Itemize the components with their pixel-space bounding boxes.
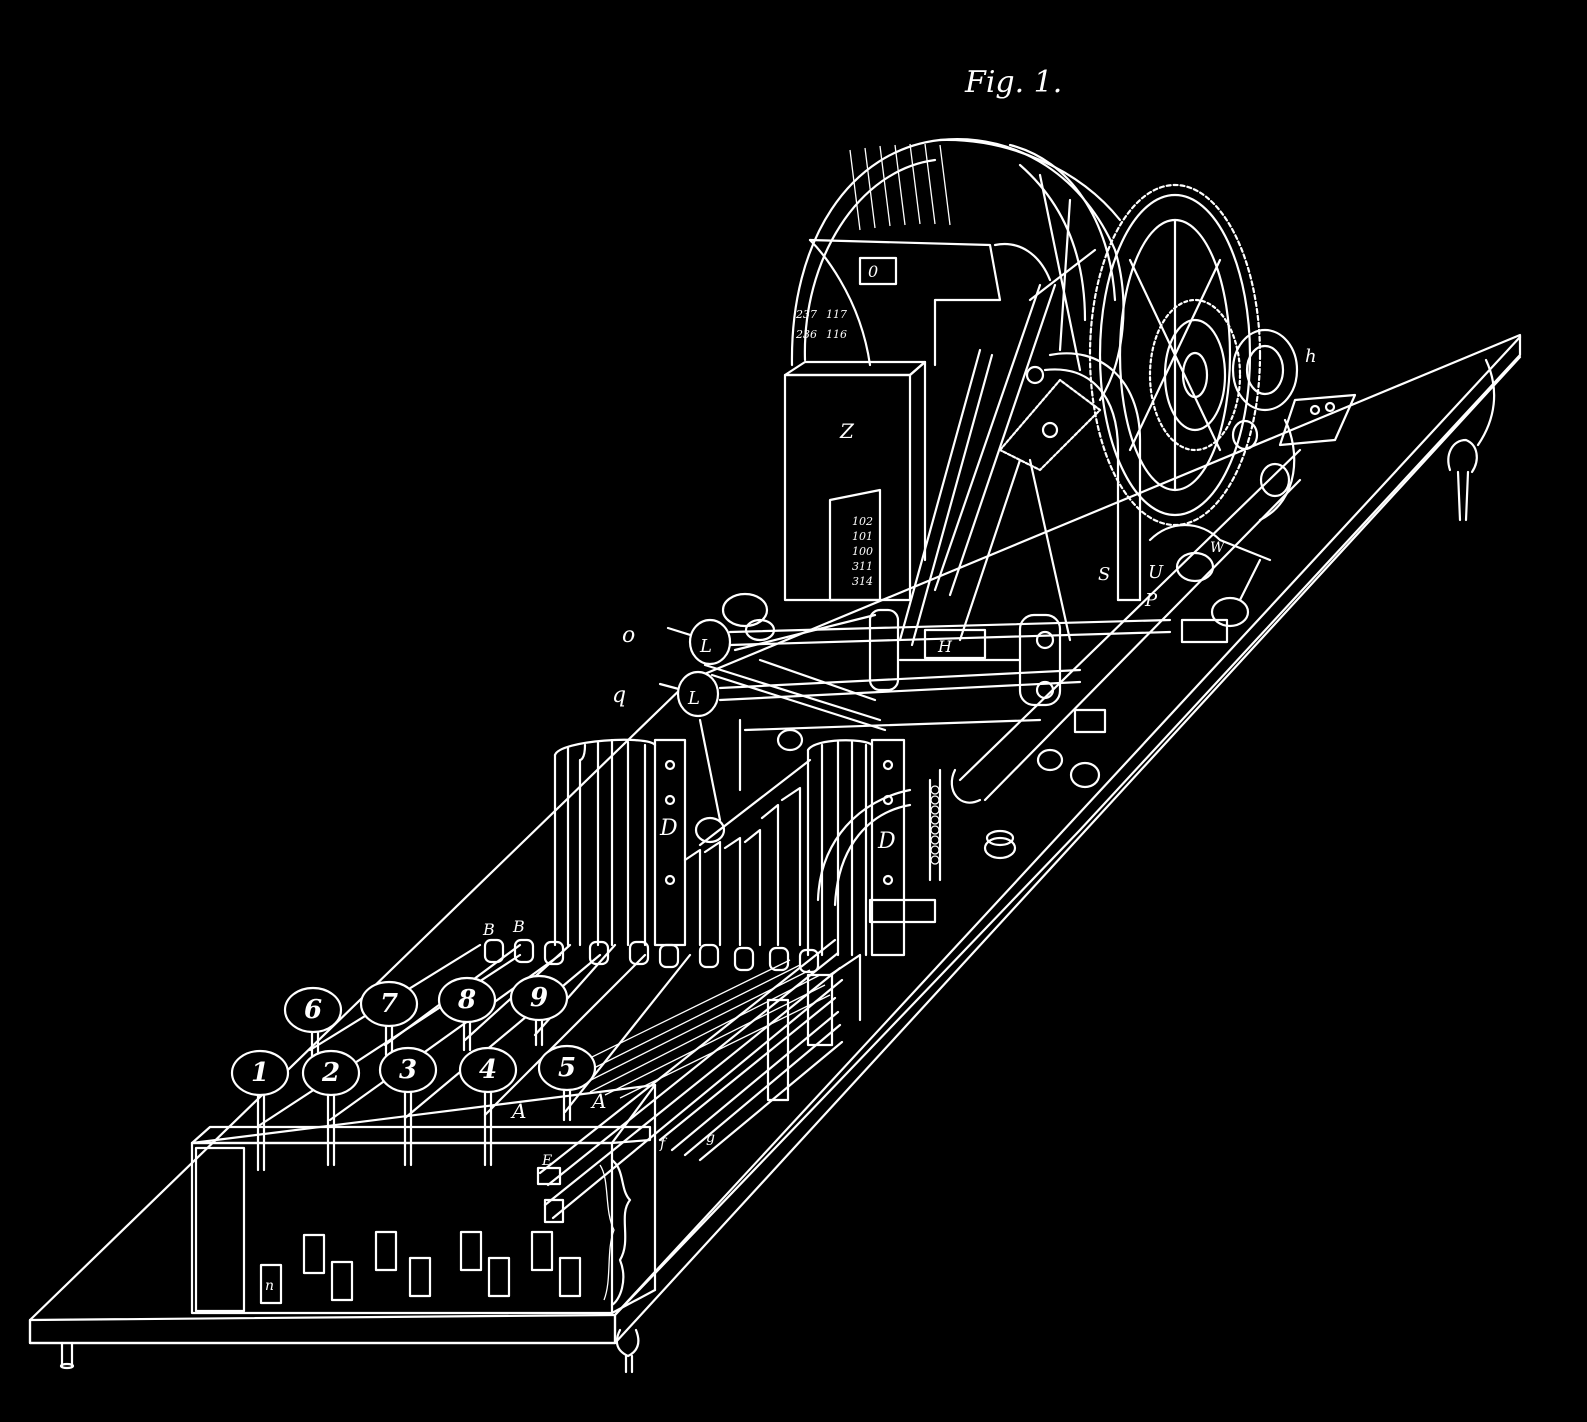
drum-window-zero: 0 xyxy=(868,262,878,281)
arched-stand-s: S xyxy=(1043,352,1142,602)
post-n xyxy=(459,1230,511,1298)
svg-text:9: 9 xyxy=(530,983,548,1013)
drum-number: 237 xyxy=(795,308,817,321)
label-plate-e: E xyxy=(541,1153,552,1169)
foot-back-right xyxy=(1447,358,1496,522)
label-wheel-w: W xyxy=(1210,540,1226,556)
crank-shaft-upper[interactable]: L xyxy=(666,618,1172,666)
key-2[interactable]: 2 xyxy=(301,1049,361,1097)
label-lever-u: U xyxy=(1148,562,1164,583)
lever-heads xyxy=(483,938,820,974)
key-1[interactable]: 1 xyxy=(230,1049,290,1097)
label-counter-z: Z xyxy=(839,419,855,443)
drum-number: 100 xyxy=(852,545,873,558)
key-8[interactable]: 8 xyxy=(437,976,497,1024)
toothed-racks xyxy=(683,758,812,947)
post-n xyxy=(374,1230,432,1298)
linkage-rods xyxy=(694,592,1042,844)
svg-text:2: 2 xyxy=(321,1058,340,1088)
drum-number: 311 xyxy=(852,560,873,573)
svg-text:n: n xyxy=(265,1278,274,1294)
chain-spring xyxy=(928,448,1302,882)
broken-away-section xyxy=(610,1158,632,1307)
label-lever-p: P xyxy=(1144,590,1158,611)
drum-number: 101 xyxy=(852,530,873,543)
key-5[interactable]: 5 xyxy=(537,1044,597,1092)
lower-posts: n xyxy=(259,1230,582,1305)
back-plate xyxy=(1278,393,1357,447)
key-6[interactable]: 6 xyxy=(283,986,343,1034)
slide-rods xyxy=(536,938,844,1224)
label-rod-q: q xyxy=(612,683,626,708)
label-rod-o: o xyxy=(622,623,635,648)
svg-text:6: 6 xyxy=(304,995,322,1025)
label-shaft-h: h xyxy=(1305,346,1317,367)
number-drum: 0 237 117 236 116 xyxy=(790,138,1125,402)
rack-frame-right: D xyxy=(806,738,912,957)
key-9[interactable]: 9 xyxy=(509,974,569,1022)
rack-frame-left: D xyxy=(553,738,687,947)
figure-title: Fig. 1. xyxy=(964,65,1062,100)
key-7[interactable]: 7 xyxy=(359,980,419,1028)
drum-number: 314 xyxy=(852,575,873,588)
small-gear-wheel xyxy=(1148,298,1242,452)
drum-number: 116 xyxy=(826,328,847,341)
svg-text:4: 4 xyxy=(479,1055,497,1085)
label-stand-s: S xyxy=(1098,564,1110,585)
counter-block-z: Z 102 101 100 311 314 xyxy=(783,360,927,602)
frame-posts xyxy=(766,898,937,1102)
drum-number: 102 xyxy=(852,515,873,528)
key-4[interactable]: 4 xyxy=(458,1046,518,1094)
svg-text:L: L xyxy=(699,636,712,657)
label-bar-b: B xyxy=(482,920,495,939)
sector-levers xyxy=(898,242,1102,647)
drum-number: 236 xyxy=(795,328,817,341)
base-board xyxy=(28,333,1522,1345)
svg-text:L: L xyxy=(687,688,700,709)
svg-text:1: 1 xyxy=(251,1058,269,1088)
post-n xyxy=(302,1233,354,1302)
svg-text:8: 8 xyxy=(457,985,476,1015)
foot-middle xyxy=(983,829,1017,860)
label-carriage-h: H xyxy=(937,637,953,656)
label-rod-f: f xyxy=(659,1136,668,1152)
svg-text:3: 3 xyxy=(399,1055,417,1085)
ratchet-wheel xyxy=(1231,328,1299,522)
svg-text:7: 7 xyxy=(380,989,398,1019)
label-frame-d-right: D xyxy=(877,829,896,854)
label-key-stem-a: A xyxy=(510,1099,526,1123)
label-key-stem-a: A xyxy=(590,1089,606,1113)
drum-number: 117 xyxy=(826,308,847,321)
post-n: n xyxy=(259,1263,283,1305)
lever-assembly: U P W xyxy=(1144,523,1272,644)
post-n xyxy=(530,1230,582,1298)
svg-text:5: 5 xyxy=(558,1053,576,1083)
carriage-h: H xyxy=(868,608,1062,707)
label-frame-d-left: D xyxy=(659,816,678,841)
key-stems xyxy=(256,1010,572,1172)
label-bar-b: B xyxy=(512,917,525,936)
foot-front-right xyxy=(615,1328,640,1374)
foot-front-left xyxy=(59,1341,75,1370)
label-rod-g: g xyxy=(706,1130,715,1146)
key-3[interactable]: 3 xyxy=(378,1046,438,1094)
